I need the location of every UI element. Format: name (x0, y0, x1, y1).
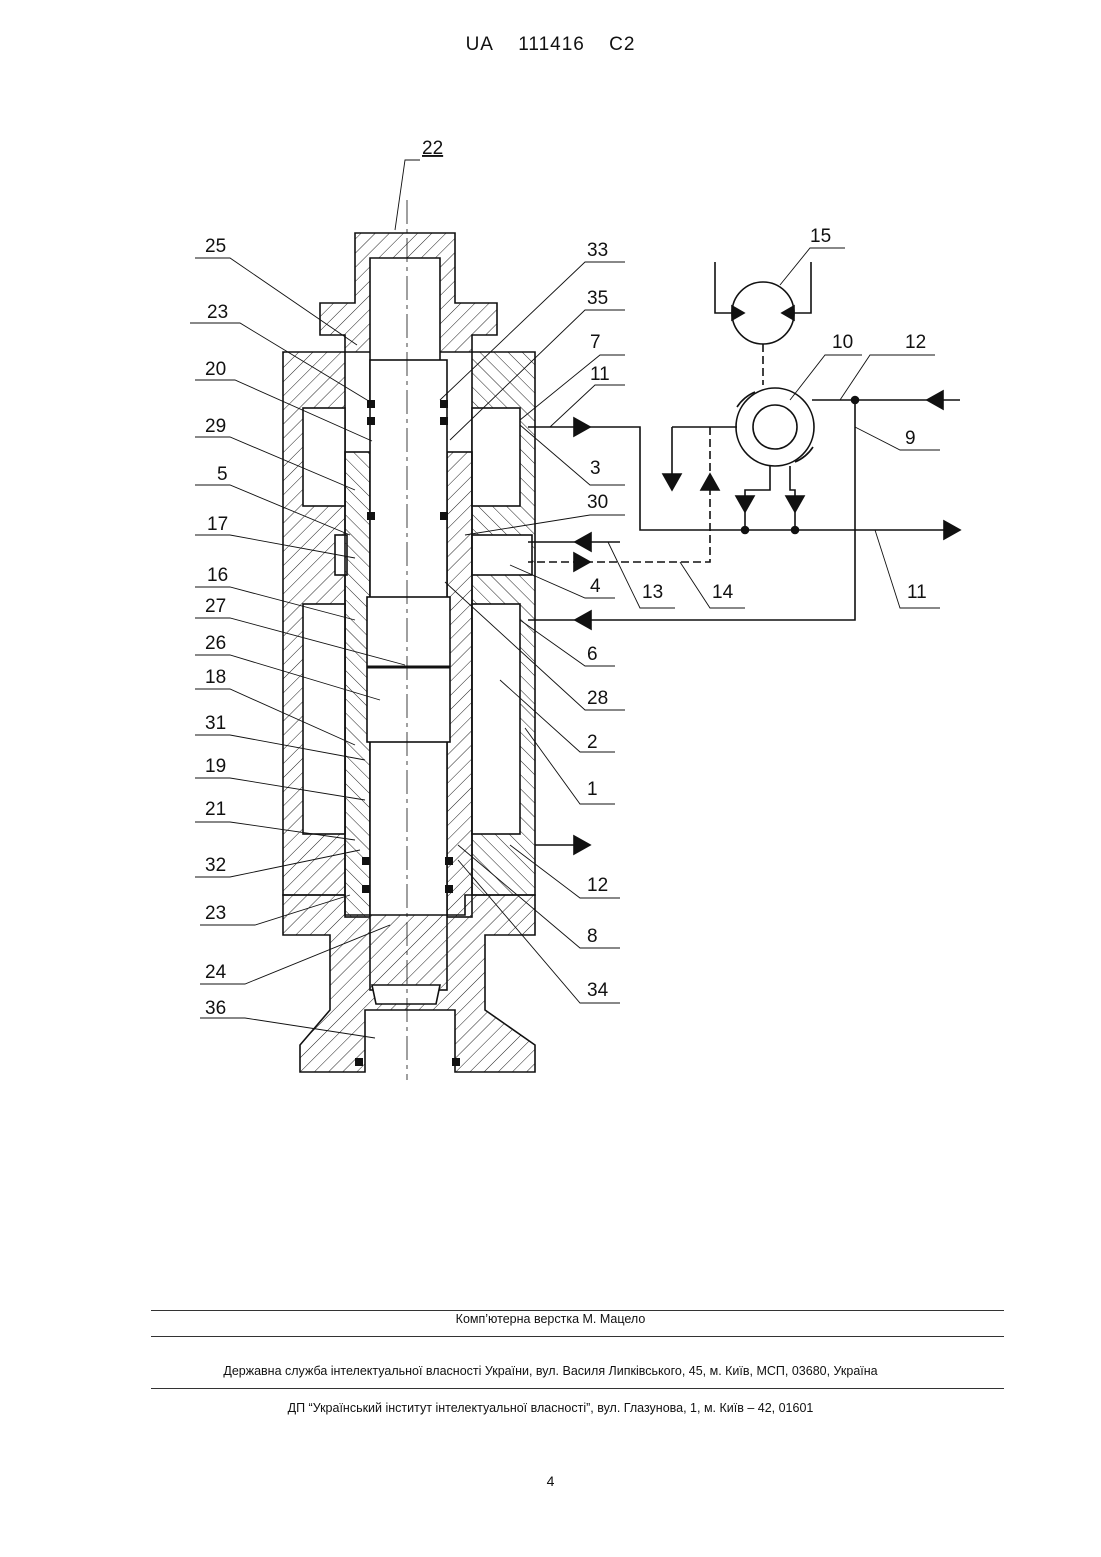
label-8: 8 (587, 926, 598, 947)
label-24: 24 (205, 962, 227, 983)
institute-address: ДП “Український інститут інтелектуальної… (0, 1401, 1101, 1415)
label-34: 34 (587, 980, 609, 1001)
label-13: 13 (642, 582, 663, 603)
agency-address: Державна служба інтелектуальної власност… (0, 1364, 1101, 1378)
label-23-top: 23 (207, 302, 228, 323)
apparatus-body (283, 200, 535, 1080)
footer-rule-middle (151, 1336, 1004, 1337)
label-21: 21 (205, 799, 226, 820)
technical-drawing: 22 25 33 23 35 7 20 11 29 3 5 30 17 4 13… (0, 0, 1101, 1100)
label-22: 22 (422, 138, 443, 159)
label-12-bottom: 12 (587, 875, 608, 896)
label-15: 15 (810, 226, 831, 247)
label-10: 10 (832, 332, 853, 353)
label-16: 16 (207, 565, 228, 586)
footer-rule-top (151, 1310, 1004, 1311)
label-33: 33 (587, 240, 608, 261)
footer-rule-bottom (151, 1388, 1004, 1389)
label-28: 28 (587, 688, 608, 709)
label-29: 29 (205, 416, 226, 437)
label-36: 36 (205, 998, 226, 1019)
label-6: 6 (587, 644, 598, 665)
label-20: 20 (205, 359, 226, 380)
label-1: 1 (587, 779, 598, 800)
label-17: 17 (207, 514, 228, 535)
label-11-top: 11 (590, 364, 610, 385)
label-27: 27 (205, 596, 226, 617)
label-19: 19 (205, 756, 226, 777)
label-32: 32 (205, 855, 226, 876)
label-23-bottom: 23 (205, 903, 226, 924)
page-number: 4 (0, 1473, 1101, 1489)
label-9: 9 (905, 428, 916, 449)
label-3: 3 (590, 458, 601, 479)
label-2: 2 (587, 732, 598, 753)
label-18: 18 (205, 667, 226, 688)
label-31: 31 (205, 713, 226, 734)
label-5: 5 (217, 464, 228, 485)
label-35: 35 (587, 288, 608, 309)
label-7: 7 (590, 332, 601, 353)
label-12-top: 12 (905, 332, 926, 353)
label-11-bottom: 11 (907, 582, 927, 603)
label-30: 30 (587, 492, 608, 513)
layout-credit: Комп’ютерна верстка М. Мацело (0, 1312, 1101, 1326)
label-26: 26 (205, 633, 226, 654)
label-14: 14 (712, 582, 734, 603)
label-25: 25 (205, 236, 226, 257)
label-4: 4 (590, 576, 601, 597)
